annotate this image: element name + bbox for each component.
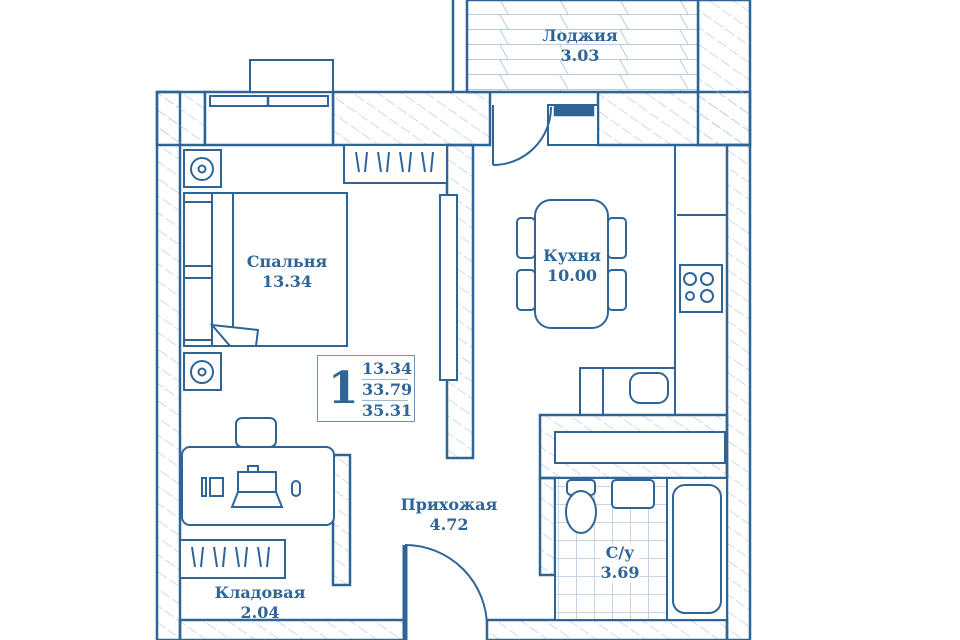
rooms-count: 1 (328, 363, 359, 414)
desk (181, 446, 335, 526)
room-name: Спальня (246, 252, 328, 271)
windowsill (249, 59, 334, 93)
room-name: Лоджия (542, 26, 618, 45)
room-area: 13.34 (261, 272, 313, 291)
apartment-summary: 1 13.34 33.79 35.31 (317, 355, 415, 422)
loggia-floor (465, 0, 700, 94)
room-area: 3.69 (600, 563, 640, 582)
kitchen-counter (674, 144, 728, 416)
room-area: 3.03 (560, 46, 600, 65)
room-name: Кухня (543, 246, 601, 265)
total-area-with-loggia: 35.31 (362, 401, 413, 420)
washbasin (611, 479, 655, 509)
living-area: 13.34 (362, 359, 413, 380)
room-area: 4.72 (429, 515, 469, 534)
loggia-door (492, 105, 552, 166)
stove (679, 264, 723, 313)
room-name: Прихожая (400, 495, 498, 514)
sink (579, 367, 676, 416)
total-area: 33.79 (362, 380, 413, 401)
room-name: Кладовая (214, 583, 306, 602)
room-area: 2.04 (240, 603, 280, 622)
bathtub (666, 477, 728, 621)
room-area: 10.00 (546, 266, 598, 285)
room-name: С/у (605, 543, 635, 562)
wardrobe (343, 144, 448, 184)
